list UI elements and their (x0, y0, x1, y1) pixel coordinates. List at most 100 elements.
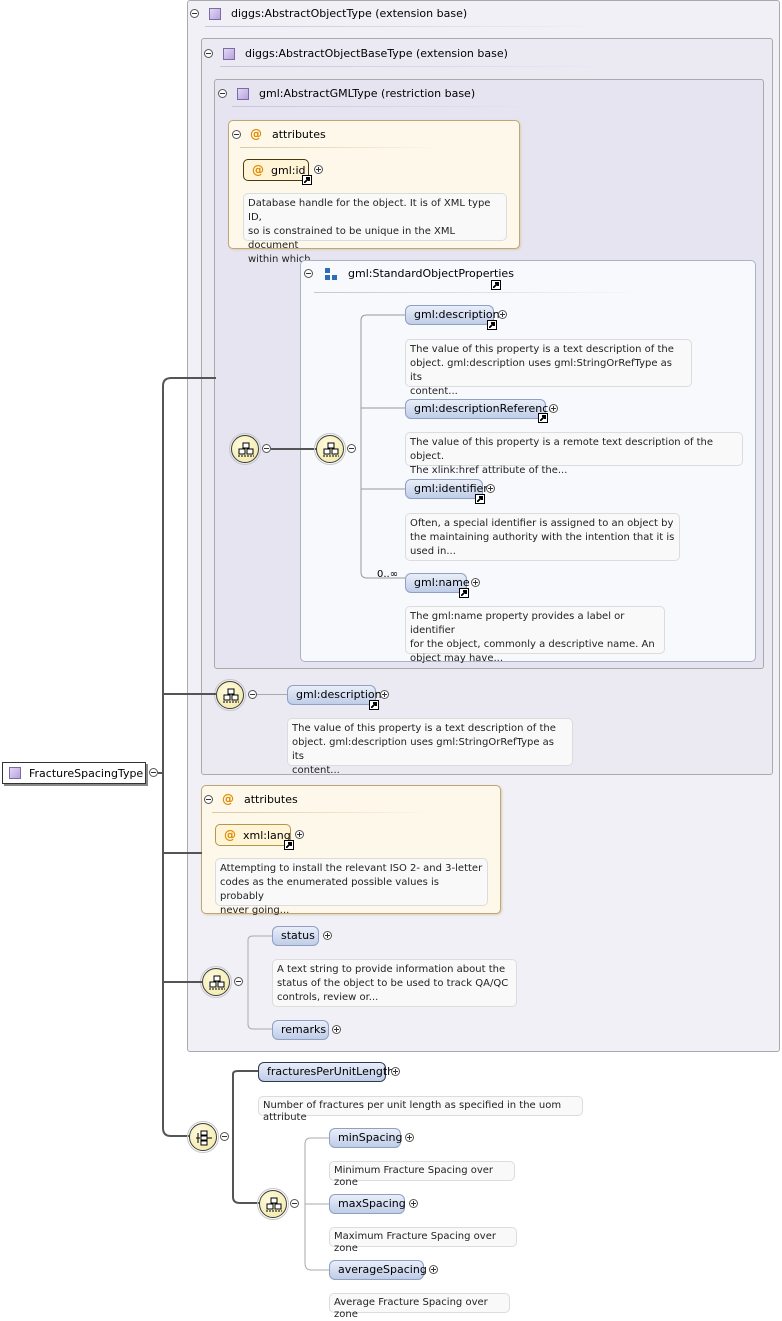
average-spacing-element[interactable]: averageSpacing (329, 1260, 427, 1280)
remarks-element[interactable]: remarks (272, 1020, 329, 1040)
root-type-node[interactable]: FractureSpacingType (2, 762, 146, 784)
gml-description-reference-doc: The value of this property is a remote t… (405, 432, 743, 476)
gml-id-doc: Database handle for the object. It is of… (243, 193, 507, 265)
status-branch-lines (247, 935, 273, 1030)
attribute-icon: @ (224, 828, 236, 842)
expand-icon[interactable] (498, 310, 507, 319)
doc-line: A text string to provide information abo… (277, 964, 506, 975)
xml-lang-label: xml:lang (243, 829, 291, 842)
abstract-gml-type-header[interactable]: gml:AbstractGMLType (restriction base) (218, 87, 475, 100)
fractures-per-unit-length-doc: Number of fractures per unit length as s… (258, 1096, 583, 1123)
reference-arrow-icon (459, 588, 469, 598)
doc-line: Database handle for the object. It is of… (248, 198, 491, 223)
base-gml-description-element[interactable]: gml:description (287, 685, 382, 705)
collapse-icon[interactable] (204, 49, 213, 58)
attributes-label: attributes (244, 792, 298, 806)
doc-line: so is constrained to be unique in the XM… (248, 226, 456, 251)
gml-identifier-doc: Often, a special identifier is assigned … (405, 513, 680, 561)
gml-id-attribute[interactable]: @ gml:id (243, 159, 309, 181)
root-branch-lines (162, 377, 217, 1137)
reference-arrow-icon (284, 840, 294, 850)
collapse-icon[interactable] (248, 690, 257, 699)
status-element[interactable]: status (272, 926, 319, 946)
sequence-compositor-icon[interactable] (257, 1188, 289, 1220)
expand-icon[interactable] (323, 931, 332, 940)
reference-arrow-icon (487, 320, 497, 330)
average-spacing-doc: Average Fracture Spacing over zone (329, 1293, 510, 1320)
header-divider (220, 66, 610, 67)
standard-object-properties-label: gml:StandardObjectProperties (348, 267, 514, 280)
collapse-icon[interactable] (218, 89, 227, 98)
gml-description-element[interactable]: gml:description (405, 305, 500, 325)
expand-icon[interactable] (391, 1067, 400, 1076)
choice-compositor-icon[interactable] (187, 1121, 219, 1153)
expand-icon[interactable] (409, 1199, 418, 1208)
abstract-object-base-type-header[interactable]: diggs:AbstractObjectBaseType (extension … (204, 47, 508, 60)
doc-line: status of the object to be used to track… (277, 978, 509, 989)
max-spacing-doc: Maximum Fracture Spacing over zone (329, 1227, 517, 1254)
sequence-compositor-icon[interactable] (214, 679, 246, 711)
header-divider (314, 292, 644, 293)
abstract-object-base-type-label: diggs:AbstractObjectBaseType (extension … (245, 47, 508, 60)
complex-type-icon (9, 767, 21, 779)
expand-icon[interactable] (471, 578, 480, 587)
attribute-icon: @ (250, 127, 262, 141)
attribute-icon: @ (222, 792, 234, 806)
gml-attributes-header[interactable]: @ attributes (232, 127, 326, 141)
xml-lang-attribute[interactable]: @ xml:lang (215, 824, 291, 846)
standard-object-properties-header[interactable]: gml:StandardObjectProperties (304, 267, 514, 280)
gml-identifier-element[interactable]: gml:identifier (405, 479, 488, 499)
reference-arrow-icon (302, 175, 312, 185)
doc-line: object. gml:description uses gml:StringO… (410, 358, 672, 383)
complex-type-icon (237, 87, 249, 100)
header-divider (240, 147, 440, 148)
doc-line: used in... (410, 546, 456, 557)
sequence-compositor-icon[interactable] (314, 433, 346, 465)
gml-id-label: gml:id (271, 164, 306, 177)
doc-line: codes as the enumerated possible values … (220, 877, 439, 902)
expand-icon[interactable] (380, 690, 389, 699)
abstract-gml-type-label: gml:AbstractGMLType (restriction base) (259, 87, 476, 100)
header-divider (205, 26, 605, 27)
expand-icon[interactable] (295, 830, 304, 839)
fractures-per-unit-length-element[interactable]: fracturesPerUnitLength (258, 1062, 394, 1082)
doc-line: never going... (220, 905, 290, 916)
xml-lang-doc: Attempting to install the relevant ISO 2… (215, 858, 488, 916)
gml-description-doc: The value of this property is a text des… (405, 339, 692, 397)
gml-name-element[interactable]: gml:name (405, 573, 470, 593)
attributes-label: attributes (272, 127, 326, 141)
expand-icon[interactable] (314, 165, 323, 174)
abstract-object-type-label: diggs:AbstractObjectType (extension base… (231, 7, 468, 20)
collapse-icon[interactable] (304, 269, 313, 278)
status-doc: A text string to provide information abo… (272, 959, 517, 1007)
expand-icon[interactable] (486, 484, 495, 493)
reference-arrow-icon (538, 413, 548, 423)
group-icon (325, 267, 337, 280)
sequence-compositor-icon[interactable] (229, 433, 261, 465)
complex-type-icon (223, 47, 235, 60)
doc-line: The value of this property is a remote t… (410, 437, 714, 462)
expand-icon[interactable] (405, 1133, 414, 1142)
collapse-icon[interactable] (290, 1199, 299, 1208)
min-spacing-element[interactable]: minSpacing (329, 1128, 403, 1148)
collapse-icon[interactable] (149, 768, 158, 777)
doc-line: The gml:name property provides a label o… (410, 611, 625, 636)
gml-description-reference-element[interactable]: gml:descriptionReference (405, 399, 555, 419)
collapse-icon[interactable] (190, 9, 199, 18)
collapse-icon[interactable] (204, 794, 213, 804)
choice-branch-lines (232, 1070, 262, 1204)
collapse-icon[interactable] (220, 1132, 229, 1141)
expand-icon[interactable] (429, 1265, 438, 1274)
collapse-icon[interactable] (232, 129, 241, 139)
max-spacing-element[interactable]: maxSpacing (329, 1194, 406, 1214)
collapse-icon[interactable] (347, 444, 356, 453)
collapse-icon[interactable] (262, 444, 271, 453)
doc-line: the maintaining authority with the inten… (410, 532, 675, 543)
reference-arrow-icon (369, 700, 379, 710)
expand-icon[interactable] (332, 1025, 341, 1034)
min-spacing-doc: Minimum Fracture Spacing over zone (329, 1161, 515, 1188)
collapse-icon[interactable] (234, 977, 243, 986)
abstract-object-type-header[interactable]: diggs:AbstractObjectType (extension base… (190, 7, 467, 20)
expand-icon[interactable] (549, 404, 558, 413)
lang-attributes-header[interactable]: @ attributes (204, 792, 298, 806)
